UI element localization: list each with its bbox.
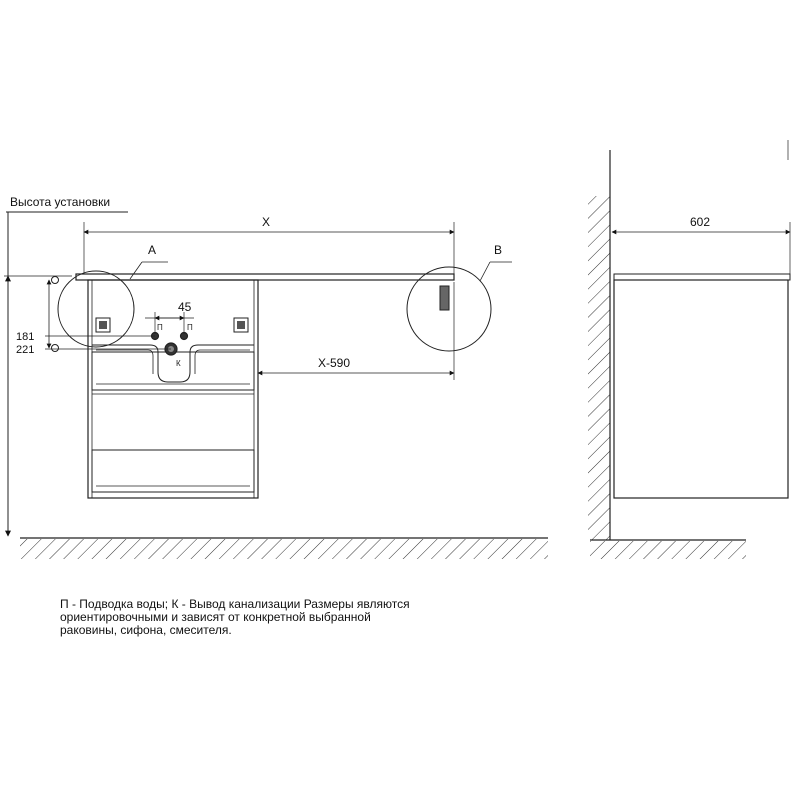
install-height-label: Высота установки — [10, 195, 110, 209]
dim-45-label: 45 — [178, 300, 192, 314]
side-floor-hatch — [590, 541, 746, 559]
callout-b-label: B — [494, 243, 502, 257]
mounting-bracket-right — [233, 317, 249, 333]
note-line-3: раковины, сифона, смесителя. — [60, 623, 232, 637]
side-cabinet — [613, 279, 789, 499]
wall-bracket-detail — [439, 285, 450, 311]
cabinet-body — [87, 279, 259, 499]
side-view — [588, 140, 791, 559]
ref-point-bottom — [51, 344, 59, 352]
dim-221-label: 221 — [16, 344, 34, 356]
dim-x-label: X — [262, 215, 270, 229]
note-line-1: П - Подводка воды; К - Вывод канализации… — [60, 597, 410, 611]
ref-point-top — [51, 276, 59, 284]
water-inlet-label-left: П — [157, 323, 163, 332]
callout-a-label: A — [148, 243, 156, 257]
notes-block: П - Подводка воды; К - Вывод канализации… — [60, 598, 480, 637]
side-countertop — [613, 273, 791, 281]
callout-circle-a — [57, 270, 135, 348]
front-view — [4, 211, 548, 559]
sink-basin — [92, 344, 254, 383]
callout-circle-b — [406, 266, 492, 352]
note-line-2: ориентировочными и зависят от конкретной… — [60, 610, 371, 624]
drain-label: К — [176, 359, 181, 368]
dim-602-label: 602 — [690, 215, 710, 229]
mounting-bracket-left — [95, 317, 111, 333]
floor-hatch — [20, 539, 548, 559]
dim-181-label: 181 — [16, 331, 34, 343]
wall-hatch — [588, 196, 610, 540]
water-inlet-label-right: П — [187, 323, 193, 332]
dim-x590-label: X-590 — [318, 356, 350, 370]
